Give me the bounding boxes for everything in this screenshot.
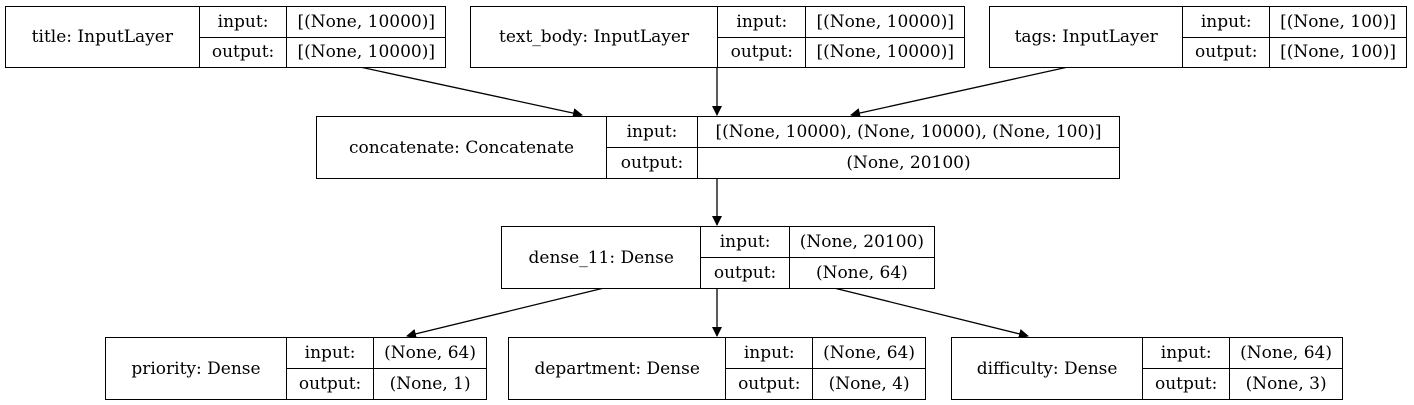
node-name: dense_11: Dense xyxy=(502,227,702,288)
node-department: department: Dense input: output: (None, … xyxy=(508,337,926,400)
output-shape: (None, 1) xyxy=(374,368,486,399)
node-name: tags: InputLayer xyxy=(990,7,1184,67)
output-shape: [(None, 10000)] xyxy=(806,36,964,68)
input-label: input: xyxy=(304,343,356,363)
node-name: difficulty: Dense xyxy=(952,338,1144,399)
node-difficulty: difficulty: Dense input: output: (None, … xyxy=(951,337,1343,400)
output-label: output: xyxy=(607,147,697,178)
input-shape: [(None, 10000)] xyxy=(297,11,435,32)
output-label: output: xyxy=(718,36,806,68)
output-label: output: xyxy=(1143,368,1230,399)
output-label: output: xyxy=(701,257,789,288)
input-shape: [(None, 100)] xyxy=(1280,11,1396,32)
output-shape: (None, 4) xyxy=(813,368,925,399)
output-label: output: xyxy=(1183,36,1270,68)
input-label: input: xyxy=(626,122,678,142)
input-shape: (None, 64) xyxy=(1240,343,1332,363)
output-label: output: xyxy=(286,368,374,399)
input-label: input: xyxy=(217,11,269,32)
input-label: input: xyxy=(719,232,771,252)
edge-title-to-concatenate xyxy=(359,66,583,118)
output-shape: [(None, 10000)] xyxy=(287,36,445,68)
node-tags: tags: InputLayer input: output: [(None, … xyxy=(989,6,1407,68)
input-shape: [(None, 10000)] xyxy=(816,11,954,32)
node-name: department: Dense xyxy=(509,338,727,399)
node-concatenate: concatenate: Concatenate input: output: … xyxy=(316,116,1120,179)
input-shape: [(None, 10000), (None, 10000), (None, 10… xyxy=(715,122,1102,142)
node-name: title: InputLayer xyxy=(6,7,200,67)
input-label: input: xyxy=(1160,343,1212,363)
input-shape: (None, 64) xyxy=(384,343,476,363)
output-shape: [(None, 100)] xyxy=(1270,36,1406,68)
edge-dense-to-difficulty xyxy=(833,287,1029,339)
edge-tags-to-concatenate xyxy=(850,66,1069,118)
input-label: input: xyxy=(736,11,788,32)
node-name: concatenate: Concatenate xyxy=(317,117,607,178)
node-name: text_body: InputLayer xyxy=(471,7,719,67)
node-title: title: InputLayer input: output: [(None,… xyxy=(5,6,446,68)
node-text-body: text_body: InputLayer input: output: [(N… xyxy=(470,6,965,68)
output-shape: (None, 64) xyxy=(789,257,934,288)
input-label: input: xyxy=(743,343,795,363)
edge-dense-to-priority xyxy=(406,287,605,339)
node-dense-11: dense_11: Dense input: output: (None, 20… xyxy=(501,226,935,289)
node-priority: priority: Dense input: output: (None, 64… xyxy=(105,337,487,400)
input-shape: (None, 64) xyxy=(823,343,915,363)
output-shape: (None, 3) xyxy=(1230,368,1342,399)
output-shape: (None, 20100) xyxy=(698,147,1119,178)
output-label: output: xyxy=(726,368,813,399)
output-label: output: xyxy=(199,36,287,68)
input-shape: (None, 20100) xyxy=(799,232,924,252)
input-label: input: xyxy=(1200,11,1252,32)
node-name: priority: Dense xyxy=(106,338,287,399)
